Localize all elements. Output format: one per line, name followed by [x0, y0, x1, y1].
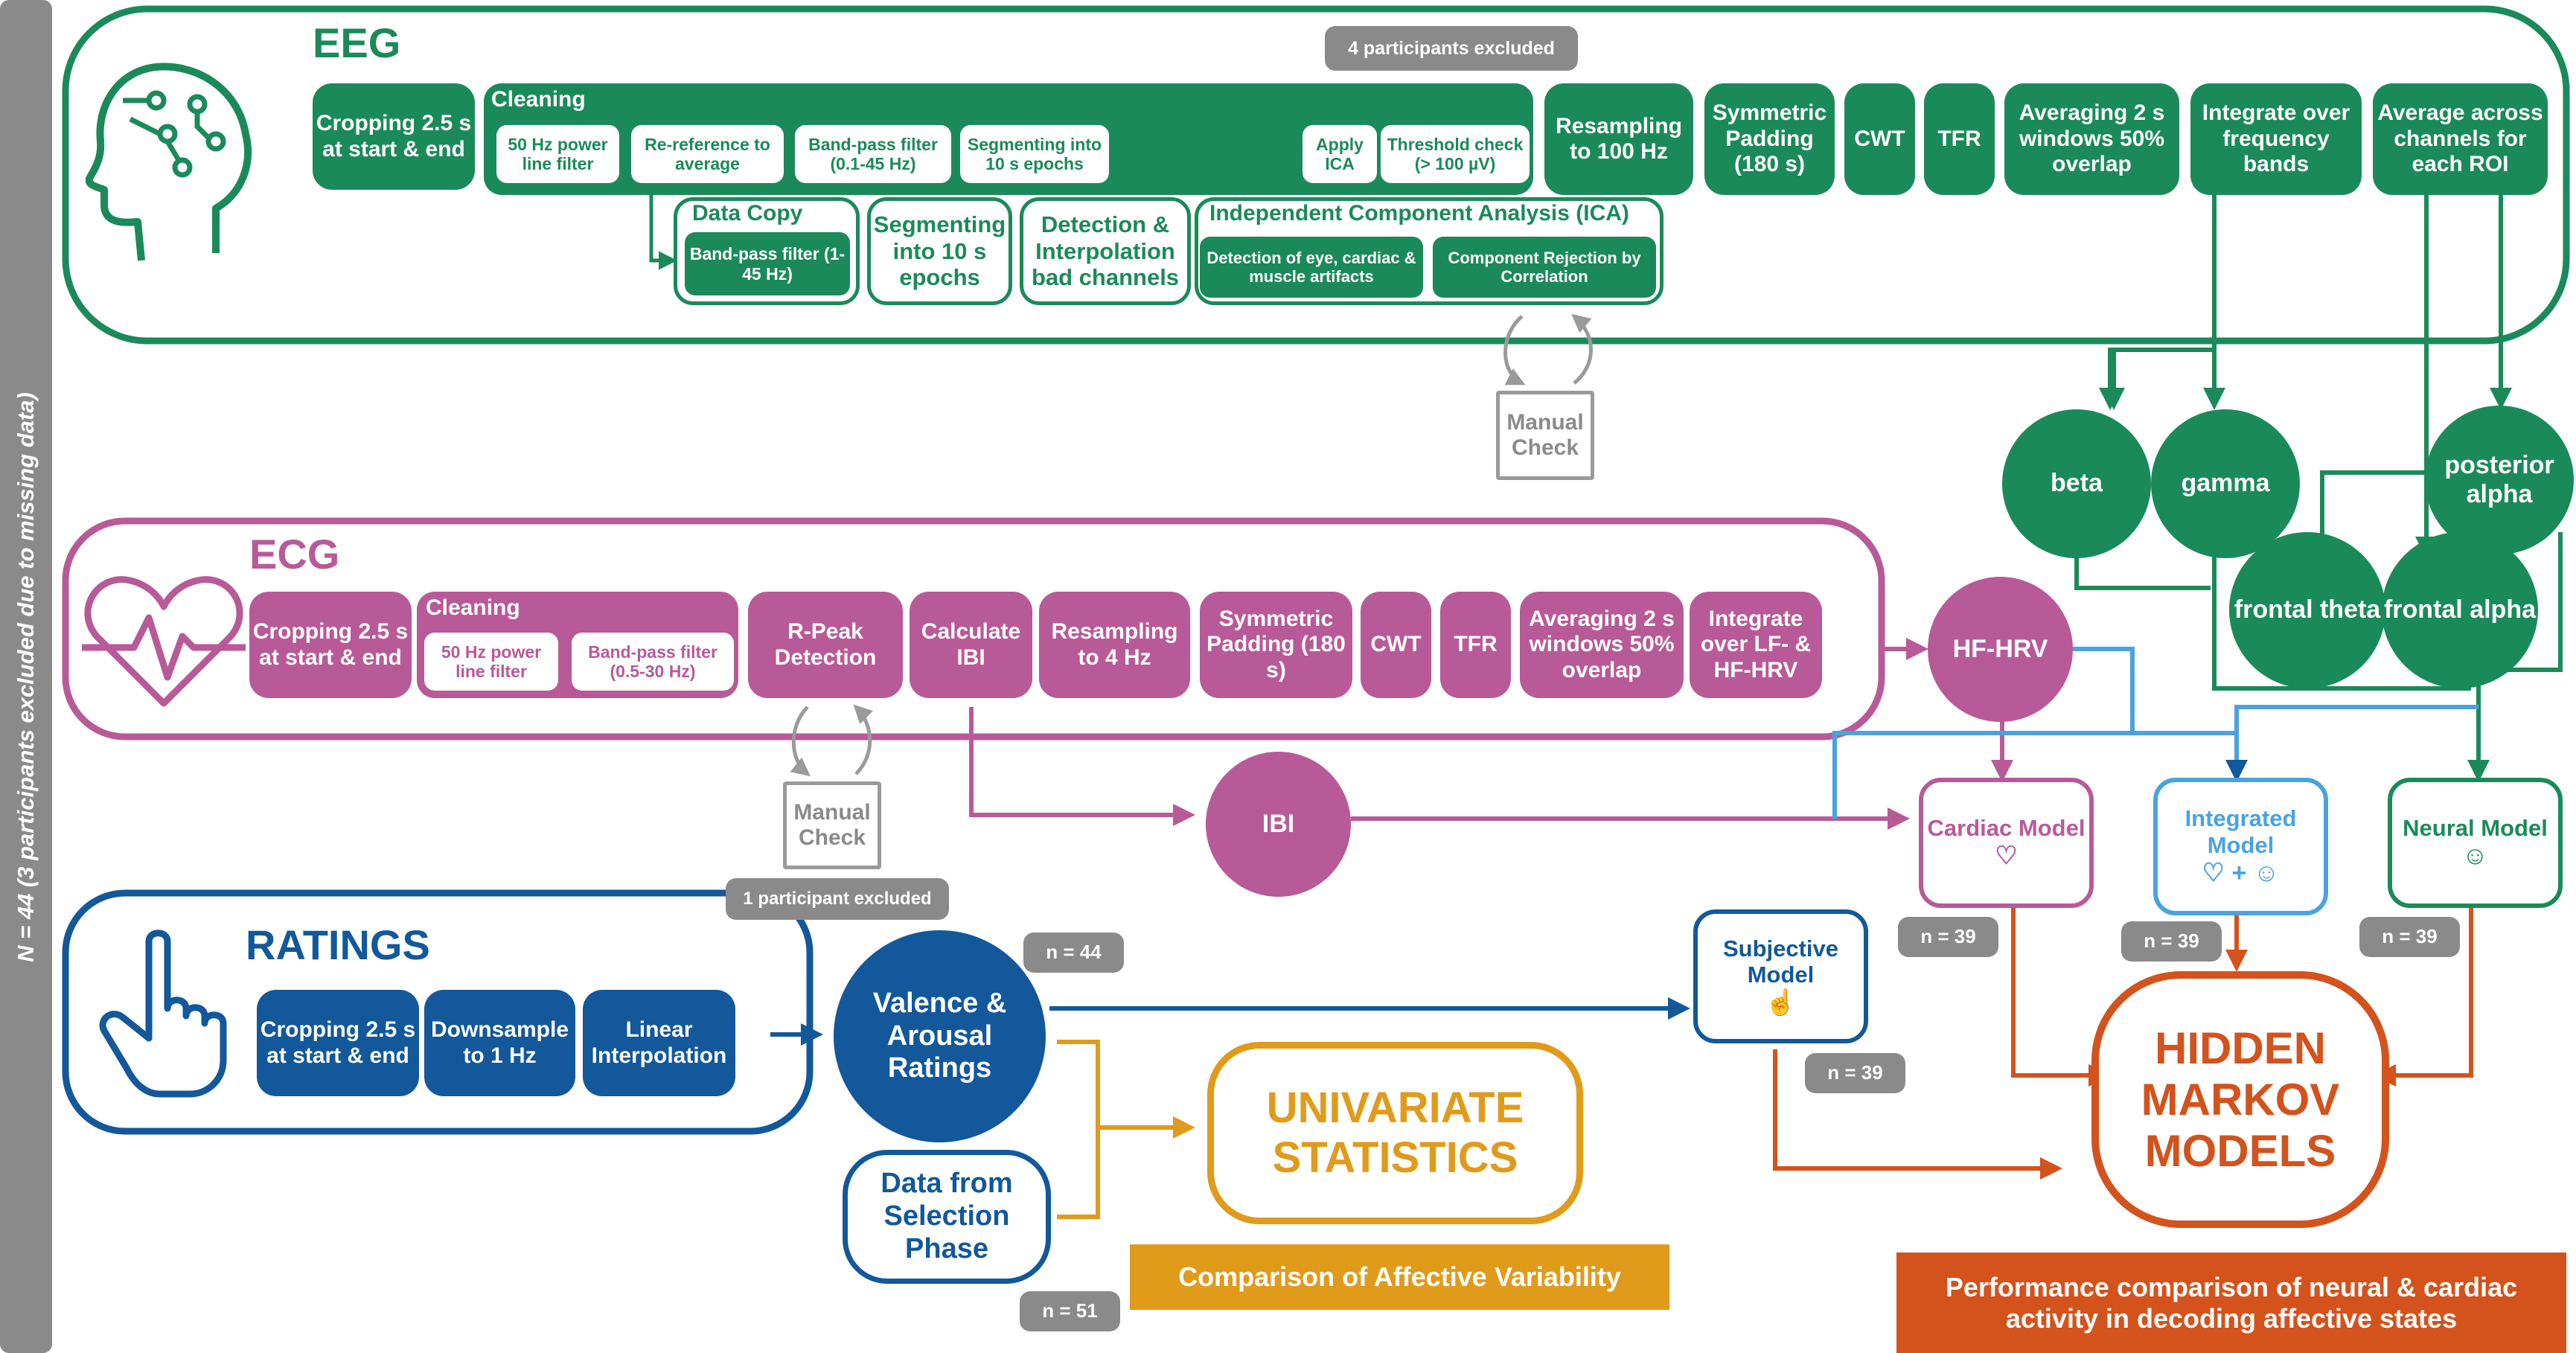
integrated-n39: n = 39: [2121, 921, 2222, 962]
eeg-padding: Symmetric Padding (180 s): [1704, 83, 1835, 195]
ecg-power-line: 50 Hz power line filter: [424, 633, 558, 691]
ecg-ibi: IBI: [1206, 752, 1351, 897]
univariate-statistics: UNIVARIATE STATISTICS: [1207, 1042, 1583, 1224]
ecg-integrate: Integrate over LF- & HF-HRV: [1690, 592, 1822, 698]
eeg-tfr: TFR: [1924, 83, 1995, 195]
eeg-ica-title: Independent Component Analysis (ICA): [1209, 201, 1629, 226]
ecg-cropping: Cropping 2.5 s at start & end: [249, 592, 412, 698]
ratings-n44: n = 44: [1023, 933, 1124, 973]
cardiac-model-label: Cardiac Model: [1927, 815, 2086, 842]
integrated-model-label: Integrated Model: [2185, 805, 2297, 858]
eeg-resampling: Resampling to 100 Hz: [1544, 83, 1693, 195]
eeg-title: EEG: [313, 19, 401, 66]
eeg-excluded-badge: 4 participants excluded: [1325, 26, 1578, 71]
eeg-integrate: Integrate over frequency bands: [2190, 83, 2362, 195]
band-posterior-alpha: posterior alpha: [2425, 406, 2574, 554]
neural-model: Neural Model ☺: [2388, 778, 2563, 908]
pointer-hand-icon: [99, 930, 227, 1098]
cardiac-n39: n = 39: [1898, 917, 1998, 957]
band-frontal-theta: frontal theta: [2229, 532, 2385, 688]
ratings-interpolation: Linear Interpolation: [583, 990, 735, 1096]
neural-n39: n = 39: [2359, 917, 2460, 957]
ecg-tfr: TFR: [1440, 592, 1511, 698]
head-icon: ☺: [2462, 841, 2488, 870]
ratings-selection: Data from Selection Phase: [843, 1150, 1051, 1284]
eeg-seg2: Segmenting into 10 s epochs: [867, 197, 1012, 305]
eeg-interp: Detection & Interpolation bad channels: [1020, 197, 1191, 305]
ratings-downsample: Downsample to 1 Hz: [424, 990, 575, 1096]
subjective-model-label: Subjective Model: [1722, 935, 1839, 988]
eeg-data-copy-label: Data Copy: [692, 201, 803, 226]
ecg-padding: Symmetric Padding (180 s): [1200, 592, 1352, 698]
eeg-rereference: Re-reference to average: [631, 125, 784, 183]
integrated-model: Integrated Model ♡ + ☺: [2153, 778, 2328, 915]
ecg-cleaning-label: Cleaning: [426, 595, 520, 620]
band-gamma: gamma: [2151, 409, 2300, 558]
eeg-ica-reject: Component Rejection by Correlation: [1433, 237, 1656, 298]
eeg-segmenting: Segmenting into 10 s epochs: [960, 125, 1109, 183]
side-label: N = 44 (3 participants excluded due to m…: [13, 392, 39, 962]
ecg-excluded-badge: 1 participant excluded: [726, 878, 949, 920]
ecg-rpeak: R-Peak Detection: [748, 592, 903, 698]
band-beta: beta: [2002, 409, 2151, 558]
head-circuit-icon: [86, 63, 252, 261]
band-frontal-alpha: frontal alpha: [2382, 532, 2538, 688]
eeg-copy-bandpass: Band-pass filter (1-45 Hz): [685, 232, 850, 295]
univariate-caption: Comparison of Affective Variability: [1130, 1244, 1669, 1310]
eeg-manual-check: Manual Check: [1496, 391, 1594, 480]
eeg-apply-ica: Apply ICA: [1303, 125, 1377, 183]
ratings-valence: Valence & Arousal Ratings: [834, 930, 1046, 1142]
ecg-cwt: CWT: [1361, 592, 1431, 698]
ecg-ibi-calc: Calculate IBI: [910, 592, 1032, 698]
ratings-cropping: Cropping 2.5 s at start & end: [257, 990, 419, 1096]
ecg-bandpass: Band-pass filter (0.5-30 Hz): [572, 633, 734, 691]
ecg-averaging: Averaging 2 s windows 50% overlap: [1520, 592, 1684, 698]
eeg-power-line: 50 Hz power line filter: [496, 125, 619, 183]
eeg-cropping: Cropping 2.5 s at start & end: [313, 83, 475, 190]
heart-pulse-icon: [82, 576, 246, 707]
ecg-manual-check: Manual Check: [783, 781, 881, 869]
eeg-cwt: CWT: [1844, 83, 1915, 195]
heart-plus-brain-icon: ♡ + ☺: [2202, 858, 2280, 887]
neural-model-label: Neural Model: [2403, 815, 2548, 842]
ecg-hfhrv: HF-HRV: [1928, 577, 2073, 722]
subjective-model: Subjective Model ☝: [1693, 909, 1868, 1043]
eeg-threshold: Threshold check (> 100 µV): [1381, 125, 1530, 183]
subjective-n39: n = 39: [1805, 1053, 1905, 1093]
ratings-n51: n = 51: [1020, 1291, 1120, 1331]
eeg-averaging: Averaging 2 s windows 50% overlap: [2004, 83, 2179, 195]
ecg-resampling: Resampling to 4 Hz: [1039, 592, 1190, 698]
eeg-cleaning-label: Cleaning: [491, 87, 586, 112]
ecg-title: ECG: [249, 531, 340, 578]
hidden-markov-models: HIDDEN MARKOV MODELS: [2091, 971, 2389, 1228]
cardiac-model: Cardiac Model ♡: [1919, 778, 2094, 908]
eeg-bandpass: Band-pass filter (0.1-45 Hz): [795, 125, 951, 183]
hand-pointer-icon: ☝: [1765, 988, 1797, 1017]
hmm-caption: Performance comparison of neural & cardi…: [1896, 1253, 2566, 1353]
ratings-title: RATINGS: [246, 921, 430, 968]
eeg-average-roi: Average across channels for each ROI: [2373, 83, 2548, 195]
heart-icon: ♡: [1995, 841, 2018, 870]
eeg-ica-detect: Detection of eye, cardiac & muscle artif…: [1200, 237, 1423, 298]
